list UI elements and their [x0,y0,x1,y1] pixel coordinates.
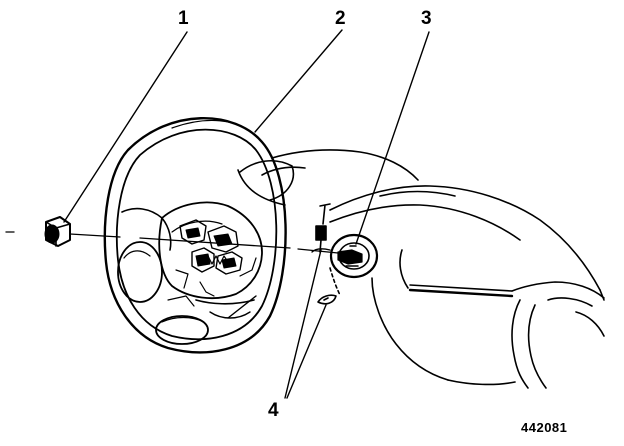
figure-number: 442081 [521,420,568,435]
center-axis-line [6,232,338,253]
leader-line-2 [255,30,342,132]
dashboard-outline [238,150,604,388]
leader-line-3 [356,32,429,244]
leader-line-1 [64,32,187,222]
steering-column-hub [312,235,377,277]
leader-line-4b [287,305,326,398]
retaining-screws [316,204,340,304]
steering-wheel [105,118,286,352]
callout-leader-lines [64,30,429,398]
callout-2-label: 2 [335,8,346,29]
callout-1-label: 1 [178,8,189,29]
leader-line-4a [285,250,321,398]
steering-wheel-nut [45,217,70,246]
callout-3-label: 3 [421,8,432,29]
callout-4-label: 4 [268,400,279,421]
